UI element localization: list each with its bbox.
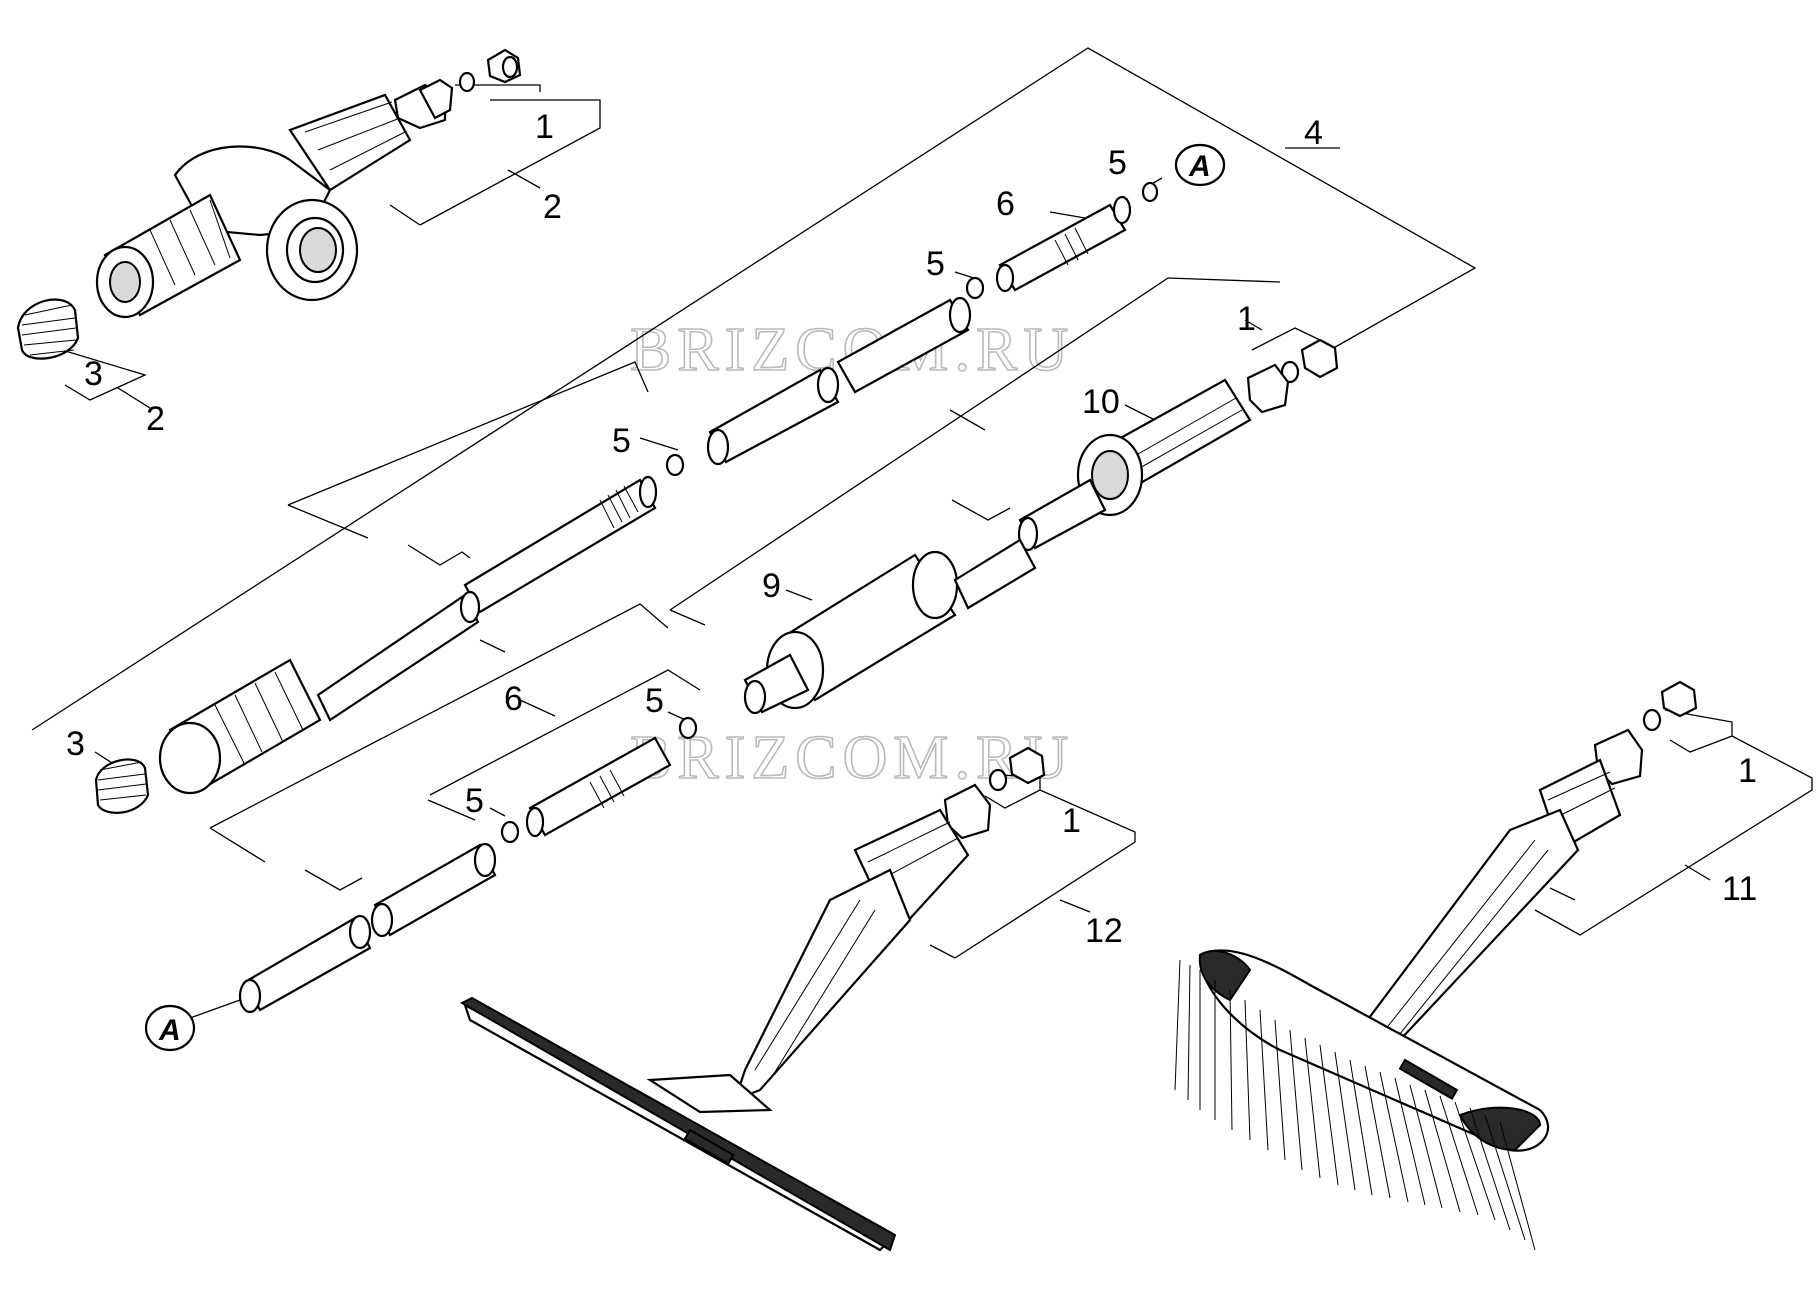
connector-a-bottom-label: A [158,1014,181,1047]
label-part-3-bottom: 3 [66,725,85,763]
part-labels: 1 2 3 2 4 5 6 5 1 10 5 9 3 6 5 5 1 12 1 … [66,108,1757,950]
label-part-1-top: 1 [535,108,554,146]
o-ring-5-left [665,453,685,477]
label-part-10: 10 [1082,383,1120,421]
connector-a-bottom: A [144,1004,196,1052]
o-ring-5-bottom [678,716,698,740]
upper-pipes [94,143,1226,814]
label-part-9: 9 [762,567,781,605]
label-part-2-top: 2 [543,188,562,226]
connector-a-top-label: A [1188,150,1211,183]
o-ring-5-upper [965,276,985,300]
label-part-1-mid: 1 [1237,300,1256,338]
label-part-5-mid: 5 [926,245,945,283]
label-part-4: 4 [1304,114,1323,152]
connector-a-top: A [1174,143,1226,187]
lower-pipes [189,716,698,1019]
label-part-5-top: 5 [1108,144,1127,182]
label-part-12: 12 [1085,912,1123,950]
label-part-3-left: 3 [84,355,103,393]
o-ring-5-lower [500,820,520,844]
label-part-6-bottom: 6 [504,680,523,718]
label-part-6-top: 6 [996,185,1015,223]
middle-assembly [743,338,1339,715]
label-part-5-lower: 5 [465,782,484,820]
spring-bottom [94,758,150,814]
nozzle-tip-top [486,48,522,84]
watermark-bottom: BRIZCOM.RU [630,724,1074,792]
label-part-11: 11 [1722,870,1757,908]
leader-lines [31,47,1813,959]
label-part-1-squeegee: 1 [1062,802,1081,840]
spring-top [16,298,80,360]
o-ring-5-top [1141,181,1159,203]
brush-assembly [1174,680,1698,1251]
squeegee-assembly [459,746,1046,1252]
label-part-2-left: 2 [146,400,165,438]
o-ring-top [458,71,476,93]
label-part-5-left: 5 [612,422,631,460]
label-part-1-brush: 1 [1738,752,1757,790]
label-part-5-bottom: 5 [645,682,664,720]
t-adapter-assembly [16,48,522,360]
